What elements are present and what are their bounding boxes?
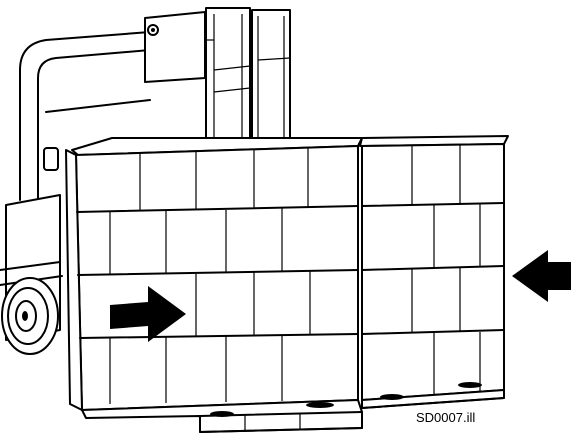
- forklift-carriage-bracket: [144, 11, 214, 83]
- arrow-push-left: [512, 250, 571, 302]
- forklift-overhead-guard: [19, 31, 151, 201]
- pallet-base-rear: [361, 382, 505, 409]
- pallet-load-front: [65, 137, 363, 411]
- pallet-load-rear: [359, 135, 509, 401]
- forklift-mast: [205, 7, 291, 146]
- figure-code-label: SD0007.ill: [416, 410, 476, 425]
- arrow-push-right: [110, 286, 186, 342]
- forklift-wheel: [1, 277, 59, 355]
- pallet-base-front: [81, 399, 363, 433]
